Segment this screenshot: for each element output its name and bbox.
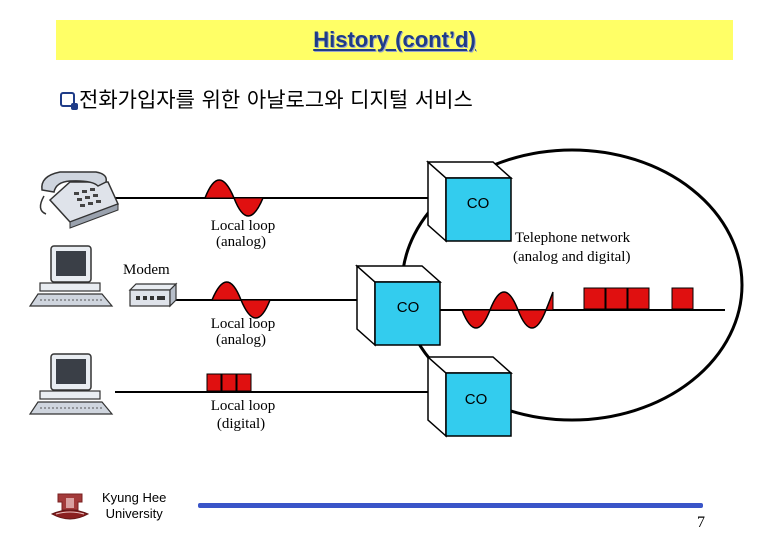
network-label-line2: (analog and digital) <box>513 249 630 265</box>
bullet-icon <box>60 91 78 110</box>
analog-wave-2-curve <box>211 281 271 319</box>
university-logo-icon <box>50 493 90 520</box>
co-box-1: CO <box>426 160 513 243</box>
modem-label: Modem <box>123 262 170 278</box>
analog-wave-1-curve <box>204 179 264 217</box>
university-line2: University <box>105 506 163 521</box>
title-bar: History (cont’d) <box>56 20 733 60</box>
co-box-2: CO <box>355 264 442 347</box>
network-label-line1: Telephone network <box>515 230 631 246</box>
local-loop-2-label-line1: Local loop <box>211 316 276 332</box>
co-label-1: CO <box>467 195 490 212</box>
subtitle: 전화가입자를 위한 아날로그와 디지털 서비스 <box>60 84 473 114</box>
local-loop-2-label-line2: (analog) <box>216 332 266 348</box>
telephone-icon <box>39 171 120 229</box>
footer-divider <box>198 503 703 508</box>
page-number: 7 <box>697 514 705 531</box>
co-label-2: CO <box>397 299 420 316</box>
digital-pulses-network <box>583 287 694 310</box>
computer-icon-1 <box>28 245 114 307</box>
footer-university: Kyung Hee University <box>50 488 166 524</box>
digital-pulses-local <box>206 373 252 392</box>
local-loop-3-label-line2: (digital) <box>217 416 265 432</box>
local-loop-3-label-line1: Local loop <box>211 398 276 414</box>
modem-icon <box>128 282 178 308</box>
local-loop-1-label-line2: (analog) <box>216 234 266 250</box>
analog-wave-network-curve <box>461 291 554 329</box>
subtitle-text: 전화가입자를 위한 아날로그와 디지털 서비스 <box>79 88 473 112</box>
university-line1: Kyung Hee <box>102 490 167 505</box>
local-loop-1-label-line1: Local loop <box>211 218 276 234</box>
university-name: Kyung Hee University <box>102 490 166 522</box>
slide-title: History (cont’d) <box>313 27 476 52</box>
computer-icon-2 <box>28 353 114 415</box>
co-label-3: CO <box>465 391 488 408</box>
co-box-3: CO <box>426 355 513 438</box>
